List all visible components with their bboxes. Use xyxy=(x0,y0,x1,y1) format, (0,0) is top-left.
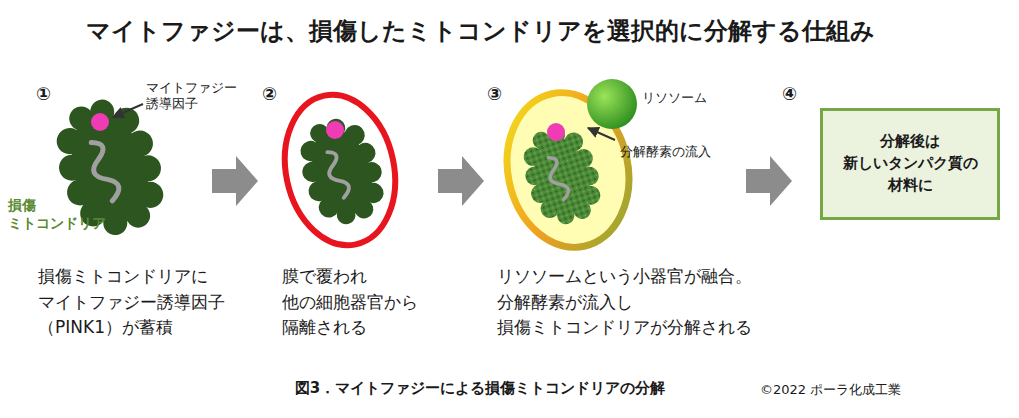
factor-label: マイトファジー 誘導因子 xyxy=(146,80,239,113)
lysosome xyxy=(587,79,637,129)
stage-description: 膜で覆われ 他の細胞器官から 隔離される xyxy=(282,264,420,341)
leader-line xyxy=(113,104,143,117)
callout-number: ② xyxy=(262,80,277,107)
mito-label: 損傷 ミトコンドリア xyxy=(8,196,108,232)
pink1-dot xyxy=(326,121,344,139)
caption: 図3．マイトファジーによる損傷ミトコンドリアの分解 xyxy=(295,378,665,400)
leader-line xyxy=(588,128,615,140)
copyright: ©2022 ポーラ化成工業 xyxy=(760,380,901,400)
pink1-dot xyxy=(91,113,109,131)
mitochondrion xyxy=(513,119,610,233)
callout-number: ④ xyxy=(782,80,797,107)
stage-description: 損傷ミトコンドリアに マイトファジー誘導因子 （PINK1）が蓄積 xyxy=(38,264,227,341)
result-box: 分解後は 新しいタンパク質の 材料に xyxy=(820,108,1000,220)
mitochondrion xyxy=(289,110,394,233)
callout-number: ③ xyxy=(487,80,502,107)
callout-number: ① xyxy=(36,80,51,107)
lysosome-label: リソソーム xyxy=(642,88,707,108)
membrane xyxy=(271,84,408,255)
enzyme-label: 分解酵素の流入 xyxy=(620,142,711,162)
box-text: 分解後は 新しいタンパク質の 材料に xyxy=(842,131,979,196)
pink1-dot xyxy=(547,123,565,141)
stage-arrow xyxy=(438,156,484,206)
stage-description: リソソームという小器官が融合。 分解酵素が流入し 損傷ミトコンドリアが分解される xyxy=(497,264,754,341)
stage-arrow xyxy=(746,156,792,206)
title: マイトファジーは、損傷したミトコンドリアを選択的に分解する仕組み xyxy=(86,14,875,49)
stage-arrow xyxy=(212,156,258,206)
